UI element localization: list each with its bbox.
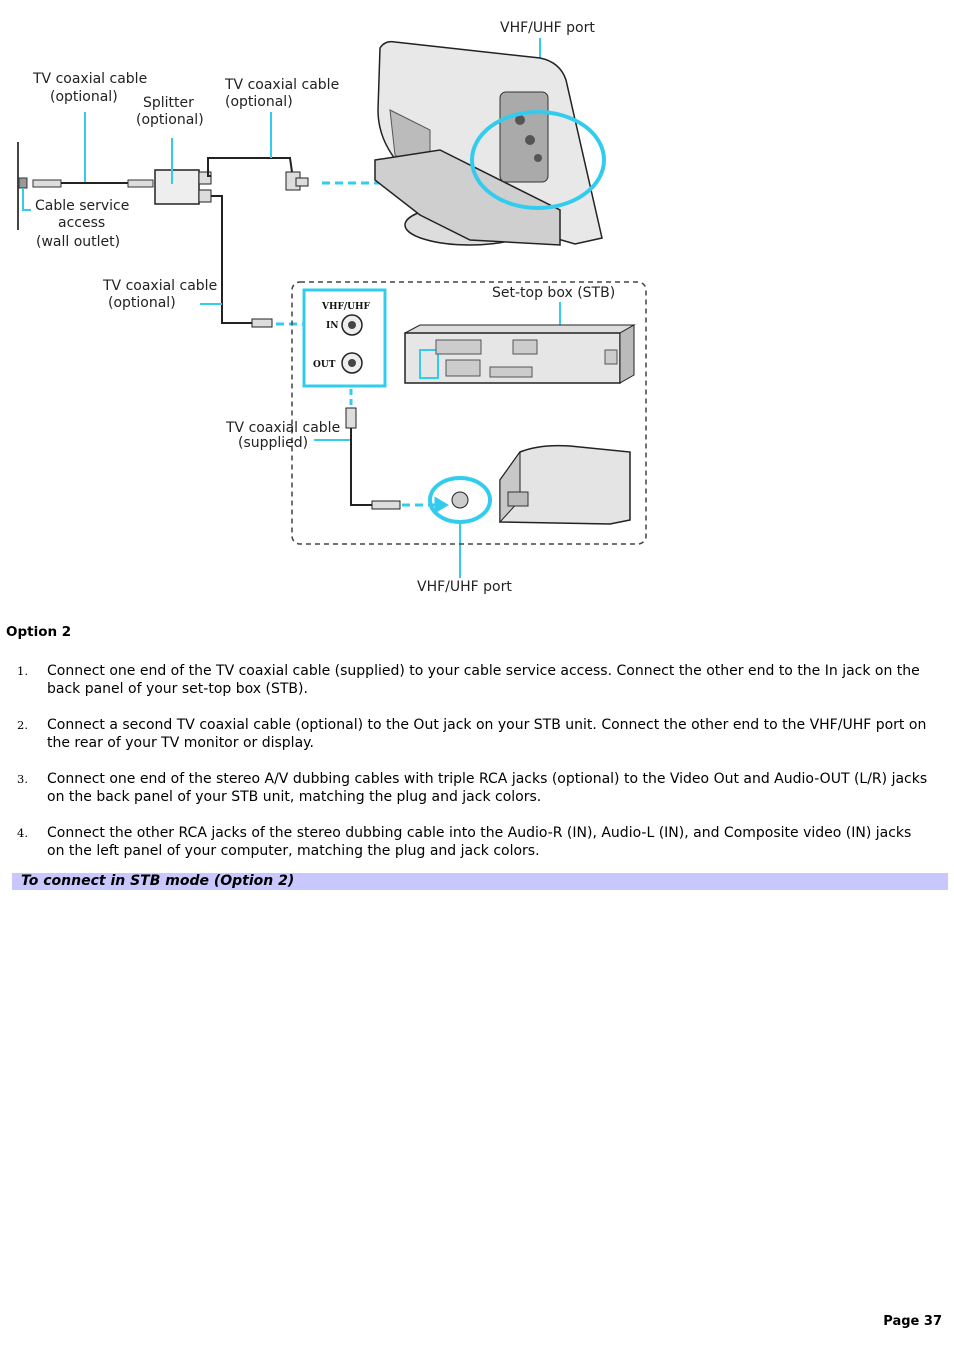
svg-text:access: access — [58, 215, 105, 231]
svg-text:IN: IN — [326, 321, 338, 331]
jack-panel: VHF/UHF IN OUT — [302, 288, 387, 388]
cable-splitter-to-stb — [211, 195, 273, 328]
step-number: 4. — [17, 826, 28, 840]
wall-outlet — [17, 142, 28, 230]
steps-list: 1. Connect one end of the TV coaxial cabl… — [0, 662, 930, 878]
list-item: 1. Connect one end of the TV coaxial cabl… — [0, 662, 930, 698]
section-banner: To connect in STB mode (Option 2) — [12, 873, 948, 890]
cable-splitter-to-monitor — [207, 157, 309, 191]
svg-text:TV coaxial cable: TV coaxial cable — [32, 71, 147, 87]
svg-text:(optional): (optional) — [108, 295, 176, 311]
section-title: Option 2 — [6, 624, 72, 640]
svg-text:Splitter: Splitter — [143, 95, 194, 111]
svg-text:(supplied): (supplied) — [238, 435, 308, 451]
svg-text:Set-top box (STB): Set-top box (STB) — [492, 285, 615, 301]
svg-text:VHF/UHF: VHF/UHF — [321, 302, 371, 312]
stb-illustration — [404, 324, 636, 384]
step-text: Connect one end of the stereo A/V dubbin… — [47, 771, 928, 805]
svg-text:TV coaxial cable: TV coaxial cable — [225, 420, 340, 436]
page-number: Page 37 — [883, 1314, 942, 1329]
svg-text:(optional): (optional) — [225, 94, 293, 110]
list-item: 4. Connect the other RCA jacks of the ste… — [0, 824, 930, 860]
step-text: Connect one end of the TV coaxial cable … — [47, 663, 920, 697]
svg-text:OUT: OUT — [313, 360, 336, 370]
stb-mode-box — [291, 281, 647, 545]
svg-text:(optional): (optional) — [50, 89, 118, 105]
diagram-labels: TV coaxial cable (optional) Splitter (op… — [32, 20, 615, 595]
svg-text:TV coaxial cable: TV coaxial cable — [102, 278, 217, 294]
banner-text: To connect in STB mode (Option 2) — [21, 873, 295, 889]
svg-text:Cable service: Cable service — [35, 198, 129, 214]
svg-text:(optional): (optional) — [136, 112, 204, 128]
svg-text:(wall outlet): (wall outlet) — [36, 234, 120, 250]
svg-text:VHF/UHF port: VHF/UHF port — [500, 20, 595, 36]
step-number: 1. — [17, 664, 28, 678]
cable-supplied — [345, 407, 401, 510]
list-item: 3. Connect one end of the stereo A/V dubb… — [0, 770, 930, 806]
splitter-device — [154, 169, 212, 205]
cable-wall-to-splitter — [32, 179, 154, 188]
connection-diagram: VHF/UHF IN OUT TV coaxial cable (optiona… — [17, 20, 647, 595]
tv-monitor-illustration — [374, 40, 606, 246]
step-number: 3. — [17, 772, 28, 786]
step-text: Connect the other RCA jacks of the stere… — [47, 825, 912, 859]
svg-text:VHF/UHF port: VHF/UHF port — [417, 579, 512, 595]
step-number: 2. — [17, 718, 28, 732]
step-text: Connect a second TV coaxial cable (optio… — [47, 717, 927, 751]
list-item: 2. Connect a second TV coaxial cable (opt… — [0, 716, 930, 752]
svg-text:TV coaxial cable: TV coaxial cable — [224, 77, 339, 93]
small-tv-illustration — [428, 444, 631, 525]
